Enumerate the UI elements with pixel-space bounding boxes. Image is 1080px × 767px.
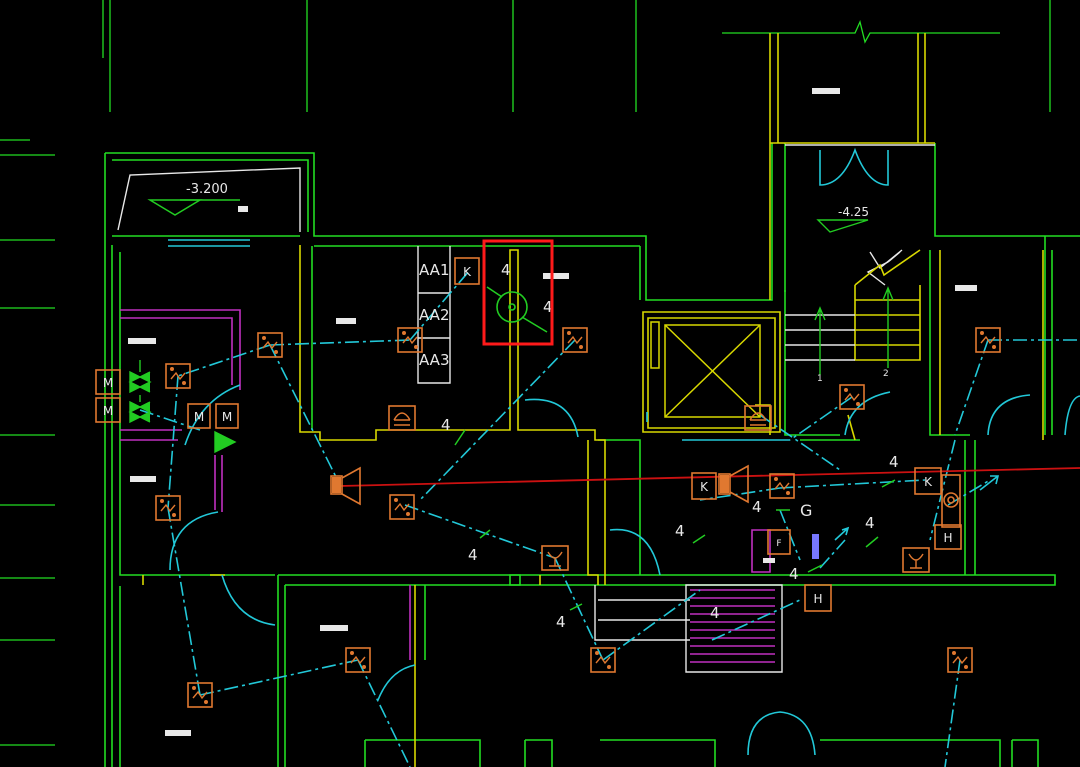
wire-count: 4 [468,546,478,564]
grid-lines [0,0,1051,746]
m-label: M [222,410,232,424]
highlight-marker [812,534,819,559]
h-label: H [813,592,822,606]
fire-valve-icon[interactable] [128,360,237,454]
level-marker-top-left-text: -3.200 [186,182,228,197]
k-label: K [463,265,472,279]
wire-count: 4 [501,261,511,279]
speaker-icon[interactable] [941,474,961,528]
device-fills [332,475,729,493]
panel-label-aa3: AA3 [419,351,449,369]
wire-count: 4 [556,613,566,631]
exhaust-fan-icon[interactable] [486,286,548,333]
level-marker-stair [816,219,869,233]
panel-label-aa1: AA1 [419,261,449,279]
m-label: M [103,376,113,390]
wire-count: 4 [865,514,875,532]
panel-label-aa2: AA2 [419,306,449,324]
m-label: M [103,404,113,418]
stair-number-2: 2 [883,369,889,379]
alarm-horn-icon[interactable] [718,464,749,504]
k-label: K [924,475,933,489]
level-marker-top-left [147,199,240,216]
stair-arrows [814,286,894,375]
red-feeder-line [339,467,1080,487]
wire-count: 4 [710,604,720,622]
stair-break-line [854,249,921,286]
wiring-lines [139,269,1080,767]
stair-number-1: 1 [817,374,823,384]
device-layer[interactable] [95,257,1001,708]
walls-outer [104,143,1080,767]
room-tags [128,88,977,736]
wire-count: 4 [752,498,762,516]
walls-inner [142,33,1044,767]
wire-ticks [454,429,896,611]
device-letters: K K K M M M M H H F [103,265,953,606]
wire-count: 4 [441,416,451,434]
selection-box[interactable] [482,239,554,346]
magenta-lines [120,309,775,663]
g-label: G [800,501,812,520]
wire-count: 4 [543,298,553,316]
arrow-indicators [834,475,1000,541]
wire-count: 4 [789,565,799,583]
wire-count: 4 [889,453,899,471]
k-label: K [700,480,709,494]
elevator-shaft-icon [650,321,761,418]
m-label: M [194,410,204,424]
door-swings [168,147,1080,756]
level-marker-stair-text: -4.25 [838,205,869,219]
h-label: H [943,531,952,545]
f-label: F [776,539,781,549]
alarm-horn-icon[interactable] [330,466,361,506]
wire-count: 4 [675,522,685,540]
wire-count-labels: 4 4 4 4 4 4 4 4 4 4 [441,261,899,631]
